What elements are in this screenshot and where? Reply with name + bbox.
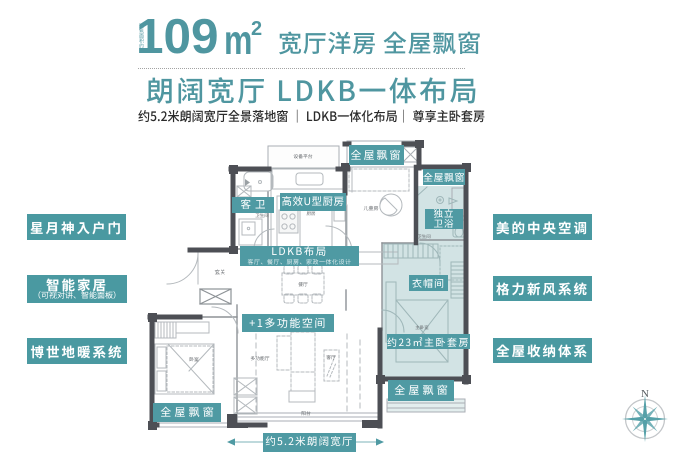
svg-text:玄关: 玄关 — [214, 268, 225, 276]
svg-text:卫生间: 卫生间 — [417, 234, 431, 240]
svg-text:N: N — [641, 388, 649, 400]
svg-text:设备平台: 设备平台 — [293, 153, 312, 160]
svg-text:厨房: 厨房 — [307, 211, 316, 217]
svg-text:卫生间: 卫生间 — [255, 213, 269, 219]
svg-text:主卧室: 主卧室 — [415, 325, 429, 331]
svg-text:客厅: 客厅 — [326, 354, 336, 361]
svg-text:儿童房: 儿童房 — [363, 205, 378, 212]
svg-text:餐厅: 餐厅 — [298, 281, 308, 288]
svg-text:多功能厅: 多功能厅 — [250, 355, 269, 362]
svg-text:阳台: 阳台 — [301, 410, 311, 417]
svg-text:卧室: 卧室 — [189, 356, 199, 363]
